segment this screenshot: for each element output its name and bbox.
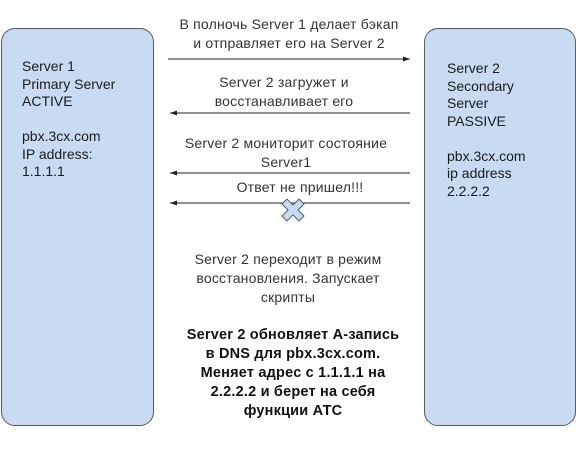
dns-update-line2: в DNS для pbx.3cx.com. [205,346,381,362]
backup-message-line1: В полночь Server 1 делает бэкап [179,16,399,32]
server2-role-line2: Server [447,95,489,111]
dns-update-line4: 2.2.2.2 и берет на себя [210,384,376,400]
restore-message-line2: восстанавливает его [214,93,354,109]
monitor-message-line2: Server1 [260,154,312,170]
server2-ip: 2.2.2.2 [447,182,490,199]
dns-update-line1: Server 2 обновляет А-запись [186,327,400,343]
server2-label: Server 2 Secondary Server PASSIVE pbx.3c… [447,60,526,200]
restore-message-line1: Server 2 загружет и [219,74,349,90]
server1-label: Server 1 Primary Server ACTIVE pbx.3cx.c… [22,58,115,181]
restore-message: Server 2 загружет и восстанавливает его [200,73,368,111]
recovery-message: Server 2 переходит в режим восстановлени… [168,250,408,307]
server1-name: Server 1 [22,58,75,74]
server1-status: ACTIVE [22,93,73,109]
server2-host: pbx.3cx.com [447,147,526,164]
server2-ip-label: ip address [447,165,512,181]
server1-role: Primary Server [22,75,116,92]
server2-role-line1: Secondary [447,77,514,94]
backup-message-line2: и отправляет его на Server 2 [193,35,385,51]
backup-message: В полночь Server 1 делает бэкап и отправ… [158,15,420,53]
dns-update-line5: функции АТС [243,403,343,419]
server1-ip-label: IP address: [22,145,93,162]
dns-update-message: Server 2 обновляет А-запись в DNS для pb… [158,326,428,421]
cross-mark-icon [281,198,305,222]
server1-box [1,28,154,426]
recovery-message-line3: скрипты [260,289,316,305]
monitor-message-line1: Server 2 мониторит состояние [184,135,388,151]
server1-ip: 1.1.1.1 [22,163,65,179]
server2-status: PASSIVE [447,112,506,129]
dns-update-line3: Меняет адрес с 1.1.1.1 на [200,365,386,381]
server2-box [424,28,576,426]
recovery-message-line1: Server 2 переходит в режим [194,251,382,267]
no-response-message: Ответ не пришел!!! [236,179,364,195]
monitor-message: Server 2 мониторит состояние Server1 [161,134,411,172]
server1-host: pbx.3cx.com [22,128,101,144]
recovery-message-line2: восстановления. Запускает [196,270,380,286]
server2-name: Server 2 [447,60,500,76]
